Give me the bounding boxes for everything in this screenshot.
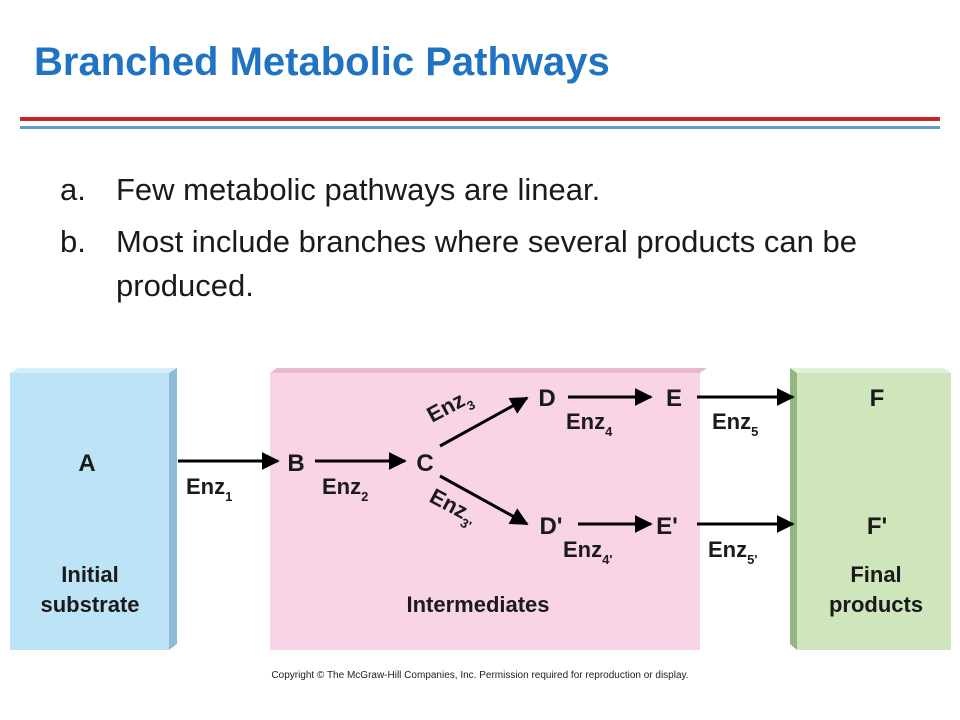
node-e: E <box>666 385 682 412</box>
node-b: B <box>287 450 304 477</box>
node-f: F <box>870 385 885 412</box>
enzyme-label-5-prime: Enz5' <box>708 537 757 567</box>
bullet-text-a: Few metabolic pathways are linear. <box>116 172 601 207</box>
node-c: C <box>416 450 433 477</box>
enzyme-1-subscript: 1 <box>225 489 232 504</box>
bullet-item-b: b. Most include branches where several p… <box>60 220 920 308</box>
node-f-prime: F' <box>867 513 887 540</box>
intermediates-panel-face <box>270 373 700 650</box>
node-d: D <box>538 385 555 412</box>
products-caption-line1: Final <box>850 562 901 587</box>
bullet-list: a. Few metabolic pathways are linear. b.… <box>60 168 920 316</box>
bullet-item-a: a. Few metabolic pathways are linear. <box>60 168 920 212</box>
enzyme-label-4-prime: Enz4' <box>563 537 612 567</box>
enzyme-label-4: Enz4 <box>566 409 613 439</box>
substrate-panel-top <box>10 368 177 373</box>
enzyme-5-subscript: 5 <box>751 424 758 439</box>
enzyme-label-1: Enz1 <box>186 474 232 504</box>
arrow-c-to-d <box>439 396 529 448</box>
node-e-prime: E' <box>656 513 678 540</box>
enzyme-label-5: Enz5 <box>712 409 758 439</box>
enzyme-4-base: Enz <box>566 409 605 434</box>
products-caption-line2: products <box>829 592 923 617</box>
enzyme-4-prime-subscript: 4' <box>602 552 612 567</box>
copyright-footer: Copyright © The McGraw-Hill Companies, I… <box>271 670 689 681</box>
enzyme-2-subscript: 2 <box>361 489 368 504</box>
products-panel-side <box>790 368 797 650</box>
bullet-marker-b: b. <box>60 224 86 259</box>
arrow-c-to-d-prime <box>439 474 529 526</box>
intermediates-caption: Intermediates <box>406 592 549 617</box>
intermediates-panel-top <box>270 368 707 373</box>
products-panel <box>790 368 951 650</box>
substrate-panel-face <box>10 373 169 650</box>
enzyme-2-base: Enz <box>322 474 361 499</box>
title-divider-blue <box>20 126 940 129</box>
slide-title: Branched Metabolic Pathways <box>34 40 610 84</box>
node-a: A <box>78 450 95 477</box>
enzyme-4-prime-base: Enz <box>563 537 602 562</box>
enzyme-1-base: Enz <box>186 474 225 499</box>
enzyme-5-base: Enz <box>712 409 751 434</box>
enzyme-5-prime-subscript: 5' <box>747 552 757 567</box>
bullet-marker-a: a. <box>60 172 86 207</box>
substrate-panel-side <box>169 368 177 650</box>
title-divider-red <box>20 117 940 121</box>
bullet-text-b: Most include branches where several prod… <box>116 224 857 303</box>
substrate-panel <box>10 368 177 650</box>
enzyme-5-prime-base: Enz <box>708 537 747 562</box>
substrate-caption-line2: substrate <box>40 592 139 617</box>
substrate-caption-line1: Initial <box>61 562 118 587</box>
node-d-prime: D' <box>539 513 562 540</box>
enzyme-label-2: Enz2 <box>322 474 368 504</box>
enzyme-4-subscript: 4 <box>605 424 613 439</box>
products-panel-face <box>797 373 951 650</box>
intermediates-panel <box>270 368 707 650</box>
products-panel-top <box>790 368 951 373</box>
